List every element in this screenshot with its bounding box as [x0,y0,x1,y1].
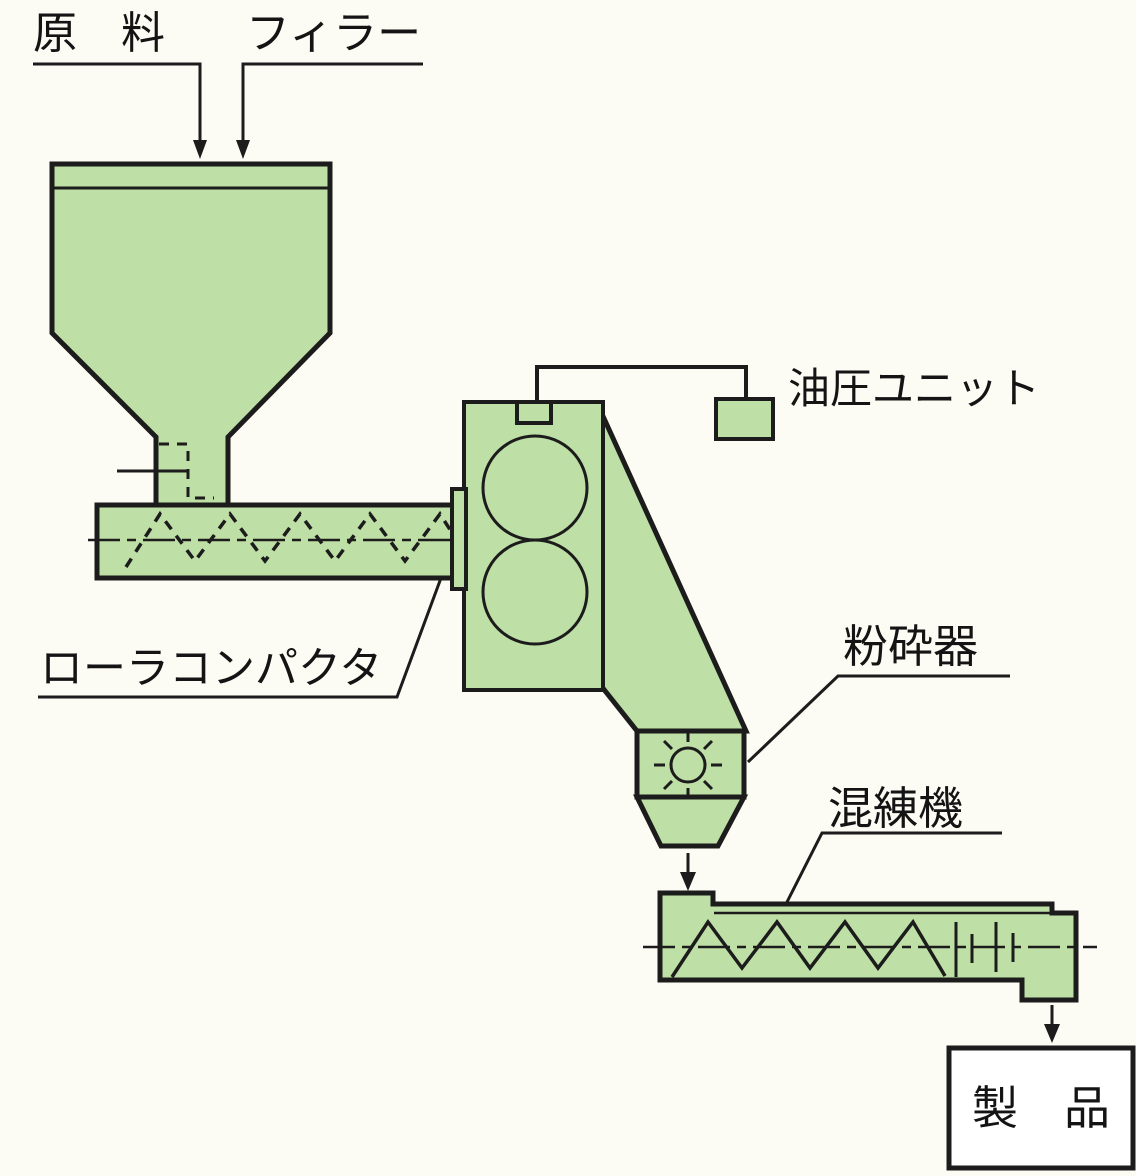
roller-compactor-leader [38,577,443,699]
label-raw-material: 原 料 [33,8,165,59]
feeder-flange [450,487,468,591]
hopper-body [49,161,333,509]
label-kneader: 混練機 [828,782,964,835]
crusher-box [634,728,747,800]
crusher-leader [746,674,1010,764]
label-filler: フィラー [246,8,422,59]
label-crusher: 粉砕器 [843,620,979,673]
crusher-rotor-spokes [654,731,722,799]
hydraulic-line [535,365,748,402]
kneader [643,890,1097,1043]
label-roller-compactor: ローラコンパクタ [40,644,383,694]
hopper [49,161,333,509]
raw-material-arrow-line [33,62,202,142]
crusher [632,728,749,891]
leader-lines [38,577,1010,905]
screw-feeder-housing [94,502,458,581]
screw-feeder [88,502,487,581]
label-product: 製 品 [972,1081,1110,1135]
crusher-to-kneader-arrowhead [680,872,696,891]
hydraulic-unit-box [714,397,775,441]
compactor-roll-lower [481,538,589,646]
filler-arrowhead [236,140,250,159]
screw-feeder-flights [124,510,458,568]
kneader-outlet-arrowhead [1044,1024,1060,1043]
product-box [946,1045,1136,1171]
crusher-rotor-icon [669,746,707,784]
input-arrows [33,62,423,159]
roller-compactor-body [450,400,605,692]
compactor-top-notch [515,400,553,425]
label-hydraulic-unit: 油圧ユニット [788,364,1041,413]
kneader-leader [784,831,1002,905]
raw-material-arrowhead [193,140,207,159]
compactor-frame [462,400,605,692]
crusher-funnel [632,794,749,849]
hydraulic-unit [535,365,775,441]
kneader-screw [670,918,947,978]
filler-arrow-line [241,62,423,142]
discharge-chute [599,412,750,734]
